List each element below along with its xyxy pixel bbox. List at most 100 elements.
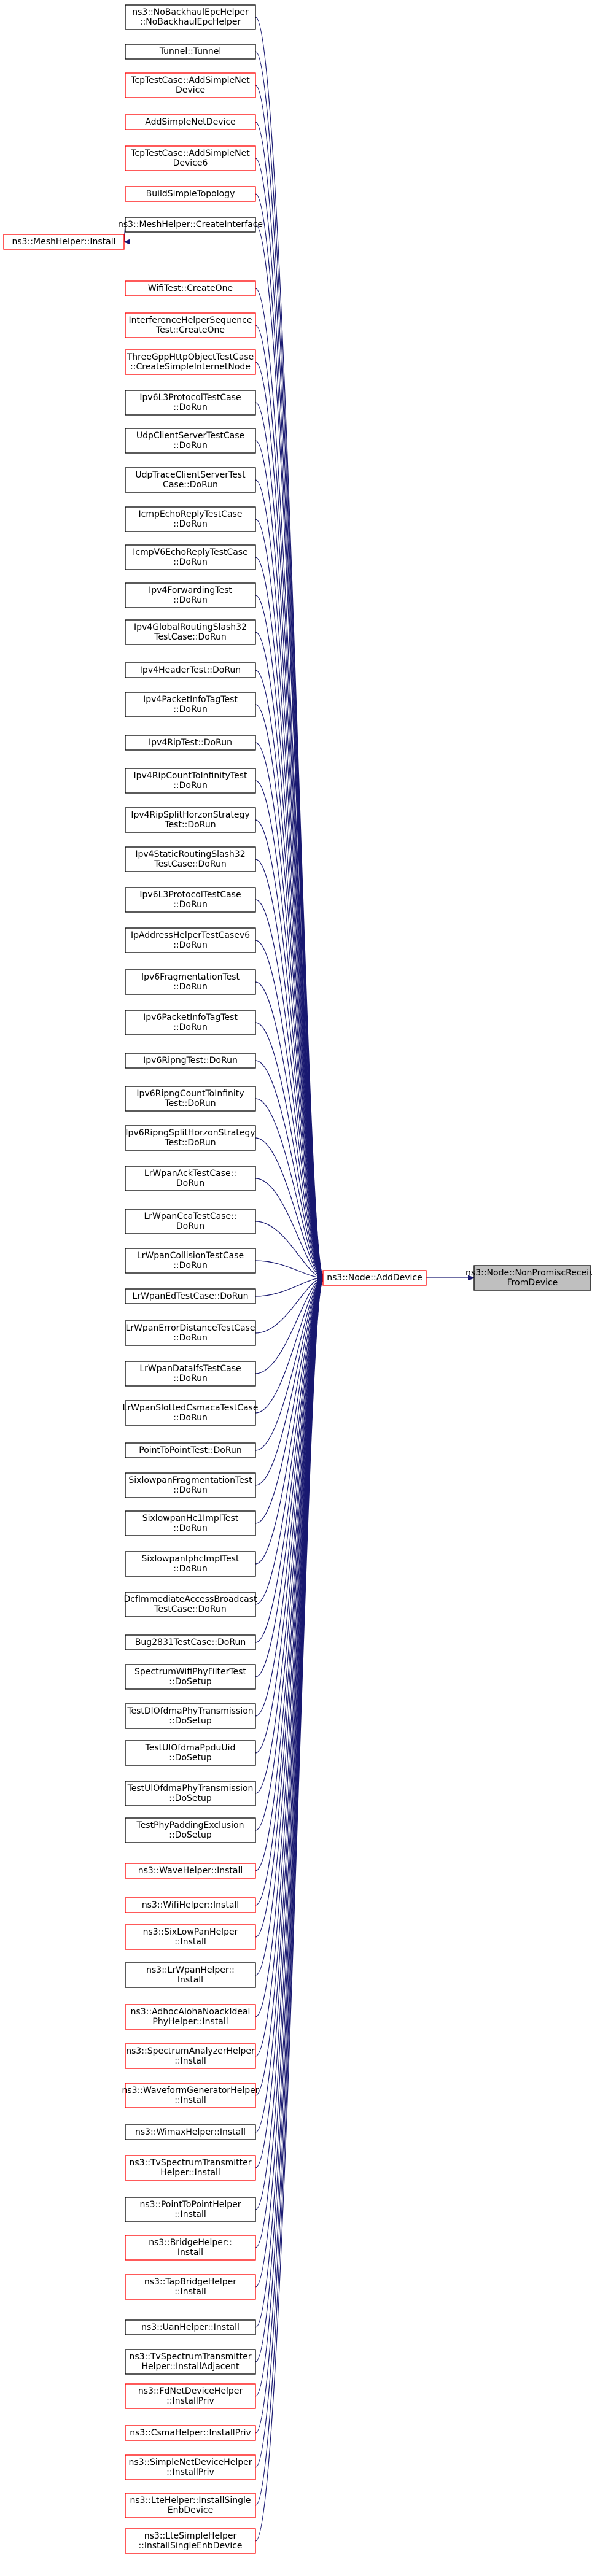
node-ns3-sixlowpanhelper-install[interactable]: ns3::SixLowPanHelper::Install bbox=[125, 1924, 256, 1950]
node-ipv4headertest-dorun[interactable]: Ipv4HeaderTest::DoRun bbox=[125, 662, 256, 678]
node-ns3-wifihelper-install[interactable]: ns3::WifiHelper::Install bbox=[125, 1897, 256, 1913]
node-icmpv6echoreplytestcase-dorun[interactable]: IcmpV6EchoReplyTestCase::DoRun bbox=[125, 544, 256, 570]
node-lrwpandataifstestcase-dorun[interactable]: LrWpanDataIfsTestCase::DoRun bbox=[125, 1361, 256, 1387]
node-lrwpandataifstestcase-dorun-box bbox=[125, 1361, 256, 1387]
node-ns3-ltesimplehelper-installsingleenbdevice-label: ns3::LteSimpleHelper bbox=[144, 2531, 237, 2541]
node-bug2831testcase-dorun[interactable]: Bug2831TestCase::DoRun bbox=[125, 1634, 256, 1650]
node-ipv4ripcounttoinfinitytest-dorun[interactable]: Ipv4RipCountToInfinityTest::DoRun bbox=[125, 768, 256, 794]
node-ipv4packetinfotagtest-dorun[interactable]: Ipv4PacketInfoTagTest::DoRun bbox=[125, 692, 256, 717]
node-ns3-tvspectrumtransmitterhelper-install-label: Helper::Install bbox=[160, 2168, 220, 2178]
node-lrwpanslottedcsmacatestcase-dorun[interactable]: LrWpanSlottedCsmacaTestCase::DoRun bbox=[123, 1400, 259, 1426]
node-ns3-wimaxhelper-install-label: ns3::WimaxHelper::Install bbox=[135, 2127, 246, 2137]
node-tcptestcase-addsimplenetdevice[interactable]: TcpTestCase::AddSimpleNetDevice bbox=[125, 72, 256, 98]
node-ns3-bridgehelper-install[interactable]: ns3::BridgeHelper::Install bbox=[125, 2235, 256, 2261]
node-ipv6ripngtest-dorun[interactable]: Ipv6RipngTest::DoRun bbox=[125, 1053, 256, 1069]
node-ipv4forwardingtest-dorun-box bbox=[125, 582, 256, 608]
node-lrwpancollisiontestcase-dorun-label: LrWpanCollisionTestCase bbox=[137, 1251, 244, 1261]
node-mesh-helper-install[interactable]: ns3::MeshHelper::Install bbox=[3, 234, 125, 250]
node-icmpv6echoreplytestcase-dorun-label: IcmpV6EchoReplyTestCase bbox=[133, 547, 247, 557]
node-ipv6ripngsplithorzonstrategytest-dorun-label: Ipv6RipngSplitHorzonStrategy bbox=[125, 1128, 255, 1138]
node-ipv6l3protocoltestcase-dorun[interactable]: Ipv6L3ProtocolTestCase::DoRun bbox=[125, 887, 256, 913]
node-lrwpanccatestcase-dorun[interactable]: LrWpanCcaTestCase::DoRun bbox=[125, 1209, 256, 1234]
node-threegpphttpobjecttestcase-createsimpleinternetnode[interactable]: ThreeGppHttpObjectTestCase::CreateSimple… bbox=[125, 349, 256, 375]
node-ipv4forwardingtest-dorun[interactable]: Ipv4ForwardingTest::DoRun bbox=[125, 582, 256, 608]
node-ipv4riptest-dorun[interactable]: Ipv4RipTest::DoRun bbox=[125, 735, 256, 751]
node-ns3-waveformgeneratorhelper-install[interactable]: ns3::WaveformGeneratorHelper::Install bbox=[122, 2083, 259, 2108]
node-ns3-wavehelper-install[interactable]: ns3::WaveHelper::Install bbox=[125, 1863, 256, 1879]
node-threegpphttpobjecttestcase-createsimpleinternetnode-label: ThreeGppHttpObjectTestCase bbox=[127, 352, 254, 362]
node-ipv4forwardingtest-dorun-label: ::DoRun bbox=[173, 595, 208, 605]
edge-lrwpanccatestcase-dorun-to-add-device bbox=[255, 1221, 324, 1278]
node-pointtopointtest-dorun[interactable]: PointToPointTest::DoRun bbox=[125, 1442, 256, 1458]
edge-ipv4ripsplithorzonstrategytest-dorun-to-add-device bbox=[255, 819, 324, 1277]
node-testphypaddingexclusion-dosetup[interactable]: TestPhyPaddingExclusion::DoSetup bbox=[125, 1817, 256, 1843]
node-ipv4riptest-dorun-box bbox=[125, 735, 256, 751]
node-mesh-helper-install-box bbox=[3, 234, 125, 250]
node-threegpphttpobjecttestcase-createsimpleinternetnode-box bbox=[125, 349, 256, 375]
node-tunnel-tunnel[interactable]: Tunnel::Tunnel bbox=[125, 44, 256, 60]
edge-ipv6ripngcounttoinfinitytest-dorun-to-add-device bbox=[255, 1098, 324, 1277]
node-dcfimmediateaccessbroadcasttestcase-dorun[interactable]: DcfImmediateAccessBroadcastTestCase::DoR… bbox=[124, 1592, 257, 1617]
node-ns3-fdnetdevicehelper-installpriv[interactable]: ns3::FdNetDeviceHelper::InstallPriv bbox=[125, 2383, 256, 2409]
node-ns3-wimaxhelper-install[interactable]: ns3::WimaxHelper::Install bbox=[125, 2124, 256, 2140]
node-interferencehelpersequencetest-createone[interactable]: InterferenceHelperSequenceTest::CreateOn… bbox=[125, 312, 256, 338]
node-ns3-tvspectrumtransmitterhelper-installadjacent[interactable]: ns3::TvSpectrumTransmitterHelper::Instal… bbox=[125, 2349, 256, 2375]
node-lrwpanedtestcase-dorun[interactable]: LrWpanEdTestCase::DoRun bbox=[125, 1288, 256, 1304]
node-ns3-nobackhaulepchelper-nobackhaulepchelper[interactable]: ns3::NoBackhaulEpcHelper::NoBackhaulEpcH… bbox=[125, 4, 256, 30]
node-ns3-lrwpanhelper-install[interactable]: ns3::LrWpanHelper::Install bbox=[125, 1962, 256, 1988]
node-testulofdmaphytransmission-dosetup[interactable]: TestUlOfdmaPhyTransmission::DoSetup bbox=[125, 1781, 256, 1806]
node-ns3-spectrumanalyzerhelper-install[interactable]: ns3::SpectrumAnalyzerHelper::Install bbox=[125, 2043, 256, 2069]
node-buildsimpletopology[interactable]: BuildSimpleTopology bbox=[125, 186, 256, 202]
node-sixlowpanfragmentationtest-dorun[interactable]: SixlowpanFragmentationTest::DoRun bbox=[125, 1472, 256, 1498]
node-udpclientservertestcase-dorun[interactable]: UdpClientServerTestCase::DoRun bbox=[125, 428, 256, 454]
edge-ns3-bridgehelper-install-to-add-device bbox=[255, 1280, 324, 2248]
node-ipv6packetinfotagtest-dorun[interactable]: Ipv6PacketInfoTagTest::DoRun bbox=[125, 1010, 256, 1035]
node-ns3-lrwpanhelper-install-label: Install bbox=[177, 1975, 203, 1985]
node-ns3-tapbridgehelper-install[interactable]: ns3::TapBridgeHelper::Install bbox=[125, 2274, 256, 2300]
node-lrwpanacktestcase-dorun[interactable]: LrWpanAckTestCase::DoRun bbox=[125, 1166, 256, 1191]
node-testdlofdmaphytransmission-dosetup[interactable]: TestDlOfdmaPhyTransmission::DoSetup bbox=[125, 1703, 256, 1729]
node-wifitest-createone[interactable]: WifiTest::CreateOne bbox=[125, 280, 256, 296]
node-add-device[interactable]: ns3::Node::AddDevice bbox=[322, 1270, 427, 1286]
node-ipv6l3protocoltestcase-dorun[interactable]: Ipv6L3ProtocolTestCase::DoRun bbox=[125, 390, 256, 416]
node-ipv6fragmentationtest-dorun[interactable]: Ipv6FragmentationTest::DoRun bbox=[125, 969, 256, 995]
node-lrwpancollisiontestcase-dorun[interactable]: LrWpanCollisionTestCase::DoRun bbox=[125, 1248, 256, 1274]
node-ns3-uanhelper-install[interactable]: ns3::UanHelper::Install bbox=[125, 2319, 256, 2335]
node-lrwpanerrordistancetestcase-dorun[interactable]: LrWpanErrorDistanceTestCase::DoRun bbox=[125, 1320, 256, 1346]
node-ns3-ltesimplehelper-installsingleenbdevice[interactable]: ns3::LteSimpleHelper::InstallSingleEnbDe… bbox=[125, 2528, 256, 2554]
node-ns3-bridgehelper-install-label: Install bbox=[177, 2248, 203, 2257]
node-sixlowpaniphcimpltest-dorun[interactable]: SixlowpanIphcImplTest::DoRun bbox=[125, 1551, 256, 1577]
node-ns3-tvspectrumtransmitterhelper-installadjacent-label: ns3::TvSpectrumTransmitter bbox=[129, 2352, 251, 2362]
node-ipv4packetinfotagtest-dorun-label: Ipv4PacketInfoTagTest bbox=[143, 695, 238, 705]
node-sixlowpanhc1impltest-dorun[interactable]: SixlowpanHc1ImplTest::DoRun bbox=[125, 1510, 256, 1536]
node-interferencehelpersequencetest-createone-label: InterferenceHelperSequence bbox=[129, 315, 252, 325]
node-ns3-adhocalohanoackidealphyhelper-install[interactable]: ns3::AdhocAlohaNoackIdealPhyHelper::Inst… bbox=[125, 2004, 256, 2030]
node-spectrumwifiphyfiltertest-dosetup[interactable]: SpectrumWifiPhyFilterTest::DoSetup bbox=[125, 1664, 256, 1690]
node-ipaddresshelpertestcasev6-dorun[interactable]: IpAddressHelperTestCasev6::DoRun bbox=[125, 927, 256, 953]
node-testphypaddingexclusion-dosetup-box bbox=[125, 1817, 256, 1843]
node-ns3-tvspectrumtransmitterhelper-install[interactable]: ns3::TvSpectrumTransmitterHelper::Instal… bbox=[125, 2155, 256, 2181]
node-ns3-tvspectrumtransmitterhelper-installadjacent-box bbox=[125, 2349, 256, 2375]
node-icmpechoreplytestcase-dorun[interactable]: IcmpEchoReplyTestCase::DoRun bbox=[125, 506, 256, 532]
node-ipv6ripngtest-dorun-box bbox=[125, 1053, 256, 1069]
node-ns3-csmahelper-installpriv[interactable]: ns3::CsmaHelper::InstallPriv bbox=[125, 2425, 256, 2441]
node-addsimplenetdevice[interactable]: AddSimpleNetDevice bbox=[125, 114, 256, 130]
node-buildsimpletopology-label: BuildSimpleTopology bbox=[146, 189, 235, 199]
node-ns3-ltehelper-installsingleenbdevice[interactable]: ns3::LteHelper::InstallSingleEnbDevice bbox=[125, 2493, 256, 2518]
node-testulofdmappduuid-dosetup[interactable]: TestUlOfdmaPpduUid::DoSetup bbox=[125, 1740, 256, 1766]
node-ns3-simplenetdevicehelper-installpriv[interactable]: ns3::SimpleNetDeviceHelper::InstallPriv bbox=[125, 2454, 256, 2480]
node-ns3-pointtopointhelper-install[interactable]: ns3::PointToPointHelper::Install bbox=[125, 2197, 256, 2222]
node-spectrumwifiphyfiltertest-dosetup-label: ::DoSetup bbox=[169, 1677, 212, 1687]
node-tcptestcase-addsimplenetdevice6-label: TcpTestCase::AddSimpleNet bbox=[130, 149, 250, 158]
node-ns3-meshhelper-createinterface[interactable]: ns3::MeshHelper::CreateInterface bbox=[118, 217, 263, 233]
node-add-device-label: ns3::Node::AddDevice bbox=[327, 1273, 422, 1283]
node-ns3-simplenetdevicehelper-installpriv-label: ::InstallPriv bbox=[166, 2467, 214, 2477]
